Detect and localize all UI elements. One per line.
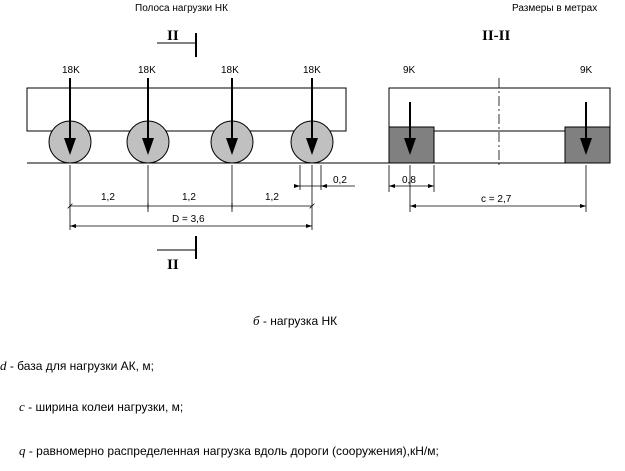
dim-overhang: 0,2 <box>333 175 347 186</box>
section-body <box>388 87 611 132</box>
vehicle-body <box>26 87 347 132</box>
dim-gauge: c = 2,7 <box>481 194 512 205</box>
wheel-load-label-4: 18K <box>303 65 321 76</box>
wheel-load-label-2: 18K <box>138 65 156 76</box>
load-arrow-2 <box>142 78 154 155</box>
dim-track-width: 0,8 <box>402 175 416 186</box>
load-arrow-3 <box>226 78 238 155</box>
section-mark-top: II <box>167 28 179 44</box>
legend-d-text: - база для нагрузки АК, м; <box>6 359 154 373</box>
dim-base: D = 3,6 <box>172 214 205 225</box>
dim-spacing-1: 1,2 <box>101 192 115 203</box>
load-arrow-4 <box>306 78 318 155</box>
legend-d-symbol: d <box>0 358 7 373</box>
legend-q-symbol: q <box>19 443 26 458</box>
dim-spacing-3: 1,2 <box>265 192 279 203</box>
subtitle-text: - нагрузка НК <box>259 314 338 328</box>
track-load-label-1: 9K <box>403 65 416 76</box>
nk-load-diagram: Полоса нагрузки НК Размеры в метрах II I… <box>26 3 611 273</box>
track-load-arrow-1 <box>404 102 416 155</box>
wheel-load-label-3: 18K <box>221 65 239 76</box>
title-left: Полоса нагрузки НК <box>135 3 228 14</box>
track-load-arrow-2 <box>580 102 592 155</box>
legend-c-symbol: c <box>19 399 25 414</box>
load-arrow-1 <box>64 78 76 155</box>
subtitle: б - нагрузка НК <box>253 313 337 329</box>
legend-q: q - равномерно распределенная нагрузка в… <box>19 443 439 459</box>
legend-c: c - ширина колеи нагрузки, м; <box>19 399 183 415</box>
track-load-label-2: 9K <box>580 65 593 76</box>
legend-c-text: - ширина колеи нагрузки, м; <box>24 400 184 414</box>
section-title: II-II <box>482 28 511 44</box>
wheel-load-label-1: 18K <box>62 65 80 76</box>
section-dimension-extensions <box>388 165 587 212</box>
title-right: Размеры в метрах <box>512 3 597 14</box>
dim-spacing-2: 1,2 <box>182 192 196 203</box>
section-mark-bottom: II <box>167 257 179 273</box>
subtitle-symbol: б <box>253 313 260 328</box>
legend-q-text: - равномерно распределенная нагрузка вдо… <box>25 444 439 458</box>
legend-d: d - база для нагрузки АК, м; <box>0 358 154 374</box>
